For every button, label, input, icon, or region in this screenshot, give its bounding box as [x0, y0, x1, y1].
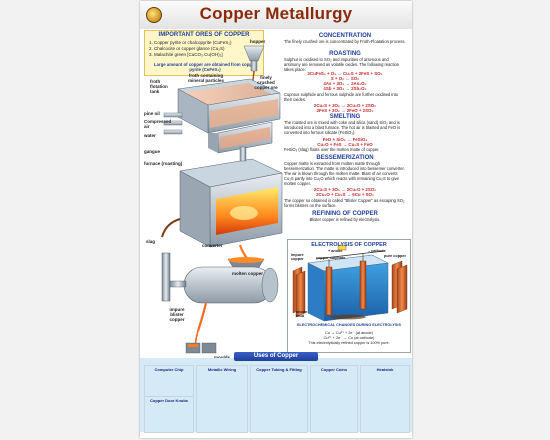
electrochemical-subheading: ELECTROCHEMICAL CHANGES DURING ELECTROLY…	[296, 323, 401, 327]
smelting-equation: Cu₂O + FeS → Cu₂S + FeO	[317, 142, 373, 147]
ore-item: 1. Copper pyrite or chalcopyrite (CuFeS₂…	[149, 40, 232, 45]
pure-copper-label: pure copper	[384, 254, 406, 258]
froth-flotation-tank	[163, 78, 281, 154]
use-label: Copper Coins	[320, 367, 348, 372]
use-computer-chip: Computer Chip	[144, 365, 194, 397]
refining-heading: REFINING OF COPPER	[312, 211, 378, 217]
molten-copper-label: molten copper	[232, 271, 264, 276]
solution-label: copper sulphate	[316, 256, 346, 260]
use-label: Copper Door Knobs	[150, 398, 188, 403]
concentration-text: The finely crushed ore is concentrated b…	[284, 39, 406, 44]
electrolysis-title: ELECTROLYSIS OF COPPER	[311, 242, 387, 248]
roasting-equation: 2CuFeS₂ + O₂ → Cu₂S + 2FeS + SO₂	[307, 71, 383, 76]
poster-title: Copper Metallurgy	[199, 4, 353, 23]
cathode-equation: Cu²⁺ + 2e⁻ → Cu (at cathode)	[323, 336, 375, 340]
concentration-heading: CONCENTRATION	[318, 33, 372, 39]
froth-tank-label: froth flotation tank	[150, 79, 168, 94]
bessemer-equation: 2Cu₂S + 3O₂ → 2Cu₂O + 2SO₂	[313, 187, 377, 192]
smelting-text: The roasted ore is mixed with coke and s…	[284, 120, 401, 135]
use-copper-tubing: Copper Tubing & Fitting	[250, 365, 308, 433]
uses-band	[140, 358, 412, 432]
use-metallic-wiring: Metallic Wiring	[196, 365, 248, 433]
impure-copper-label: impure copper	[291, 253, 304, 261]
use-heatsink: Heatsink	[360, 365, 410, 433]
use-copper-coins: Copper Coins	[310, 365, 358, 433]
publisher-logo	[146, 7, 162, 23]
use-label: Metallic Wiring	[207, 367, 237, 372]
roasting-furnace	[161, 146, 283, 270]
roasting-equation: 2Cu₂S + 3O₂ → 2Cu₂O + 2SO₂	[313, 103, 377, 108]
water-label: water	[144, 133, 156, 138]
smelting-equation: FeO + SiO₂ → FeSiO₃	[322, 137, 368, 142]
roasting-text-2: Cuprous sulphide and ferrous sulphide ar…	[284, 92, 399, 102]
roasting-text: Sulphur is oxidised to SO₂ and impuritie…	[284, 57, 400, 72]
bessemer-converter	[161, 252, 279, 354]
compressed-air-label: Compressed air	[144, 119, 172, 129]
cathode-label: – cathode	[368, 249, 386, 253]
smelting-text-2: FeSiO₃ (slag) floats over the molten mat…	[284, 147, 380, 152]
purity-note: This electrolytically refined copper is …	[308, 341, 390, 345]
pine-oil-label: pine oil	[144, 111, 160, 116]
ore-item: 2. Chalcocite or copper glance (Cu₂S)	[149, 46, 225, 51]
converter-label: converter	[202, 243, 223, 248]
bessemerization-text-2: The copper so obtained is called "Bliste…	[284, 198, 405, 208]
anode-equation: Cu → Cu²⁺ + 2e⁻ (at anode)	[325, 331, 373, 335]
electrolysis-tank	[292, 244, 408, 322]
use-door-knobs: Copper Door Knobs	[144, 396, 194, 433]
gangue-label: gangue	[144, 149, 161, 154]
roasting-equation: 4As + 3O₂ → 2As₂O₃	[323, 81, 367, 86]
use-label: Copper Tubing & Fitting	[256, 367, 302, 372]
smelting-heading: SMELTING	[329, 114, 361, 120]
moulds-label: moulds	[214, 355, 230, 360]
use-label: Computer Chip	[154, 367, 184, 372]
use-label: Heatsink	[376, 367, 394, 372]
ore-note: Large amount of copper are obtained from…	[153, 62, 257, 72]
bessemerization-text: Copper matte is extracted from molten ma…	[284, 161, 405, 186]
anode-label: + anode	[328, 249, 343, 253]
roasting-equation: S + O₂ → SO₂	[330, 76, 360, 81]
ores-box: IMPORTANT ORES OF COPPER 1. Copper pyrit…	[144, 30, 264, 76]
hopper	[243, 45, 265, 90]
electrolysis-panel: ELECTROLYSIS OF COPPER + anode – cathode…	[287, 239, 411, 353]
roasting-equation: 4Sb + 3O₂ → 2Sb₂O₃	[323, 86, 367, 91]
furnace-label: furnace (roasting)	[144, 161, 183, 166]
slag-label: slag	[146, 239, 156, 244]
anode-mud-label: anode mud	[296, 310, 308, 318]
roasting-heading: ROASTING	[329, 51, 361, 57]
roasting-equation: 2FeS + 3O₂ → 2FeO + 2SO₂	[316, 108, 374, 113]
refining-text: Blister copper is refined by electrolysi…	[309, 217, 381, 222]
ores-title: IMPORTANT ORES OF COPPER	[158, 32, 250, 38]
impure-copper-label: impure blister copper	[169, 307, 185, 322]
hopper-label: hopper	[250, 39, 266, 44]
froth-label: froth containing mineral particles	[188, 73, 224, 83]
title-bar: Copper Metallurgy	[140, 1, 412, 29]
uses-heading: Uses of Copper	[234, 352, 318, 361]
poster: Copper Metallurgy IMPORTANT ORES OF COPP…	[140, 1, 412, 438]
bessemer-equation: 2Cu₂O + Cu₂S → 6Cu + SO₂	[316, 192, 374, 197]
ore-item: 3. Malachite green [CuCO₃.Cu(OH)₂]	[149, 52, 223, 57]
bessemerization-heading: BESSEMERIZATION	[316, 155, 374, 161]
finely-crushed-label: finely crushed copper ore	[254, 75, 278, 90]
